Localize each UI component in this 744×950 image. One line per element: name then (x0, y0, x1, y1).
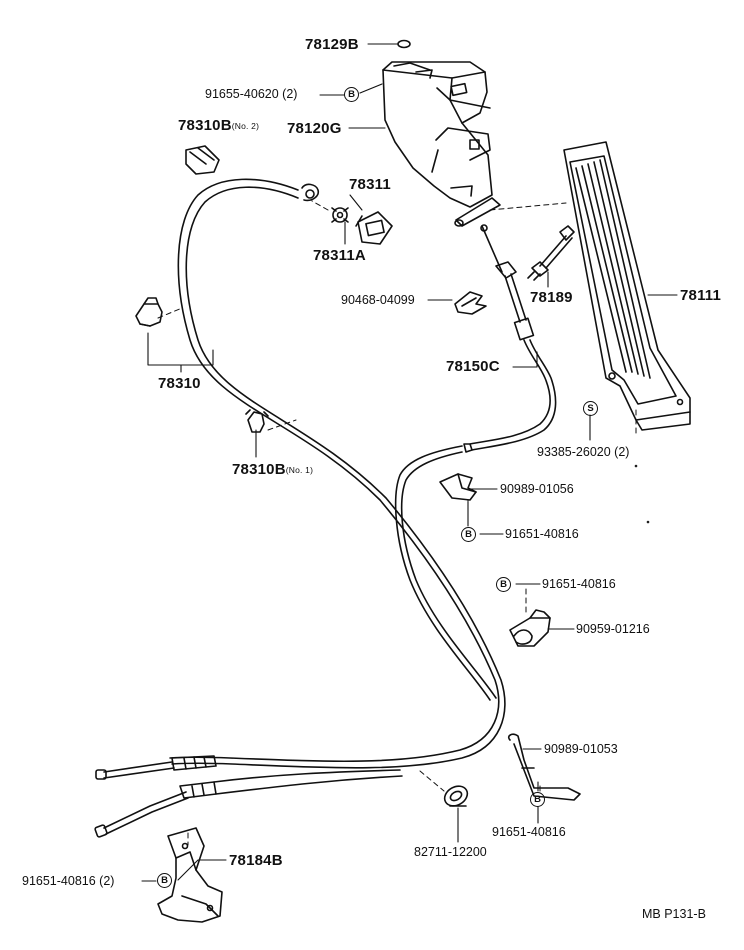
label-78311: 78311 (349, 176, 391, 193)
label-78311a: 78311A (313, 247, 366, 264)
badge-b-91651-c: B (530, 792, 545, 807)
pedal-bracket-78120g (382, 61, 501, 227)
label-78310b-no2-sub: (No. 2) (231, 121, 260, 131)
bracket-78184b (157, 827, 223, 923)
label-78310: 78310 (158, 375, 201, 392)
cable-ends (94, 755, 403, 838)
label-93385-26020: 93385-26020 (2) (537, 445, 630, 459)
label-90959-01216: 90959-01216 (576, 622, 650, 636)
badge-s-93385: S (583, 401, 598, 416)
stopper-bolt-78189 (527, 225, 575, 281)
plug-78129b (397, 39, 411, 49)
label-78310b-no1: 78310B(No. 1) (232, 462, 313, 477)
label-91651-40816-a: 91651-40816 (505, 527, 579, 541)
label-78129b: 78129B (305, 36, 359, 53)
label-78150c: 78150C (446, 358, 500, 375)
grommet-78311 (355, 211, 393, 245)
label-82711-12200: 82711-12200 (414, 845, 487, 859)
label-90989-01053: 90989-01053 (544, 742, 618, 756)
label-90989-01056: 90989-01056 (500, 482, 574, 496)
clamp-90959-01216 (509, 609, 551, 647)
label-91655-40620: 91655-40620 (2) (205, 87, 298, 101)
label-78189: 78189 (530, 289, 573, 306)
clamp-90468 (454, 291, 487, 315)
footer-reference: MB P131-B (642, 907, 706, 921)
label-78111: 78111 (680, 287, 722, 304)
clip-78310 (135, 297, 163, 327)
label-78310b-no2-part: 78310B (178, 117, 232, 134)
dashed-reference-lines (157, 200, 637, 846)
bracket-90989-01053 (507, 733, 581, 801)
label-78120g: 78120G (287, 120, 342, 137)
label-91651-40816-d: 91651-40816 (2) (22, 874, 115, 888)
label-78184b: 78184B (229, 852, 283, 869)
leader-lines (141, 43, 678, 882)
clip-78310b-no1 (245, 409, 269, 433)
label-91651-40816-b: 91651-40816 (542, 577, 616, 591)
badge-b-91651-a: B (461, 527, 476, 542)
label-78310b-no1-sub: (No. 1) (285, 465, 314, 475)
label-78310b-no2: 78310B(No. 2) (178, 118, 259, 133)
stray-marks (634, 464, 650, 524)
cable-harness (169, 178, 506, 769)
badge-b-91651-b: B (496, 577, 511, 592)
throttle-cable-78150c (394, 224, 557, 701)
badge-b-91655: B (344, 87, 359, 102)
retainer-78311a (331, 207, 349, 223)
accelerator-pedal-78111 (563, 141, 691, 431)
label-78310b-no1-part: 78310B (232, 461, 286, 478)
label-90468-04099: 90468-04099 (341, 293, 415, 307)
label-91651-40816-c: 91651-40816 (492, 825, 566, 839)
badge-b-91651-d: B (157, 873, 172, 888)
clip-78310b-no2 (185, 145, 220, 175)
wire-clamp-82711 (443, 785, 469, 807)
bracket-90989-01056 (439, 473, 477, 501)
